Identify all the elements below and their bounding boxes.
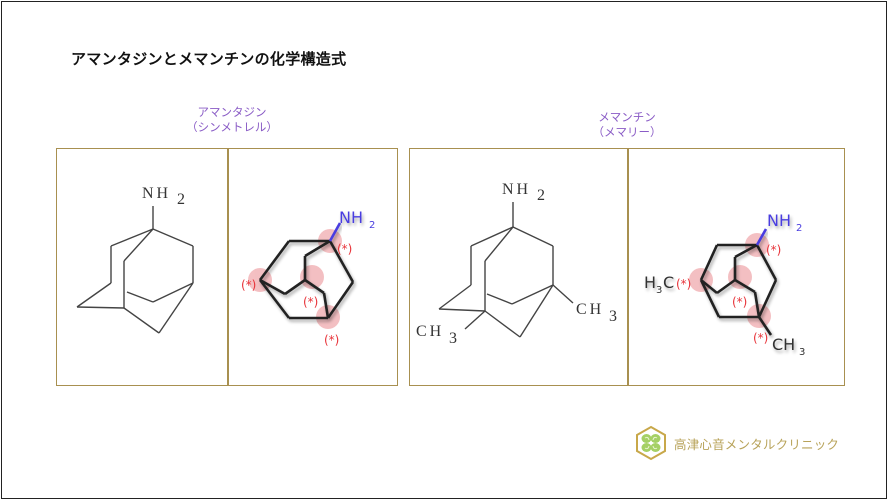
amine-bond <box>755 228 768 246</box>
compound-name: メマンチン <box>598 110 656 124</box>
chiral-marker: (*) <box>324 333 339 347</box>
slide-title: アマンタジンとメマンチンの化学構造式 <box>71 50 347 68</box>
amine-subscript: 2 <box>369 220 375 231</box>
methyl-label-right: CH <box>772 335 795 354</box>
clover-hexagon-icon <box>636 425 666 461</box>
panel-memantine: NH 2 CH 3 CH 3 <box>409 148 845 386</box>
amine-label: NH <box>339 208 363 227</box>
memantine-skeletal-formula: NH 2 CH 3 CH 3 <box>416 181 617 347</box>
amine-label: NH <box>767 211 791 230</box>
amantadine-bonds <box>76 206 194 334</box>
clinic-name: 高津心音メンタルクリニック <box>674 436 840 452</box>
amantadine-skeletal-formula: NH 2 <box>76 185 194 334</box>
chiral-marker: (*) <box>241 278 256 292</box>
skeleton-bonds <box>258 239 355 320</box>
chiral-marker: (*) <box>766 243 781 257</box>
amine-label: NH <box>502 181 531 198</box>
methyl-subscript: 3 <box>799 347 805 358</box>
methyl-label-left-h: H <box>644 273 656 292</box>
methyl-subscript: 3 <box>449 330 457 347</box>
compound-brand: （メマリー） <box>592 125 662 139</box>
memantine-bonds <box>438 202 574 338</box>
clinic-logo: 高津心音メンタルクリニック <box>634 425 839 461</box>
caption-amantadine: アマンタジン （シンメトレル） <box>162 105 302 135</box>
chiral-marker: (*) <box>753 331 768 345</box>
skeleton-bonds <box>699 243 778 336</box>
methyl-subscript: 3 <box>656 285 662 296</box>
amine-subscript: 2 <box>537 187 545 204</box>
amine-subscript: 2 <box>796 223 802 234</box>
amine-subscript: 2 <box>177 191 185 208</box>
chiral-marker: (*) <box>732 295 747 309</box>
panel-divider <box>227 149 229 385</box>
methyl-label-left: CH <box>416 323 444 340</box>
methyl-subscript: 3 <box>609 308 617 325</box>
amine-label: NH <box>142 185 171 202</box>
caption-memantine: メマンチン （メマリー） <box>567 110 687 140</box>
memantine-3d-formula: NH 2 H 3 C CH 3 (*) (*) (*) (*) <box>644 211 805 358</box>
panel-divider <box>627 149 629 385</box>
chiral-marker: (*) <box>676 277 691 291</box>
methyl-label-right: CH <box>576 301 604 318</box>
amine-bond <box>328 222 342 242</box>
highlight-circle <box>728 265 752 289</box>
amantadine-3d-formula: NH 2 (*) (*) (*) (*) <box>241 208 375 347</box>
compound-name: アマンタジン <box>197 105 267 119</box>
methyl-label-left-c: C <box>663 273 674 292</box>
chiral-marker: (*) <box>303 295 318 309</box>
panel-amantadine: NH 2 <box>56 148 398 386</box>
compound-brand: （シンメトレル） <box>186 120 278 134</box>
chiral-marker: (*) <box>337 242 352 256</box>
